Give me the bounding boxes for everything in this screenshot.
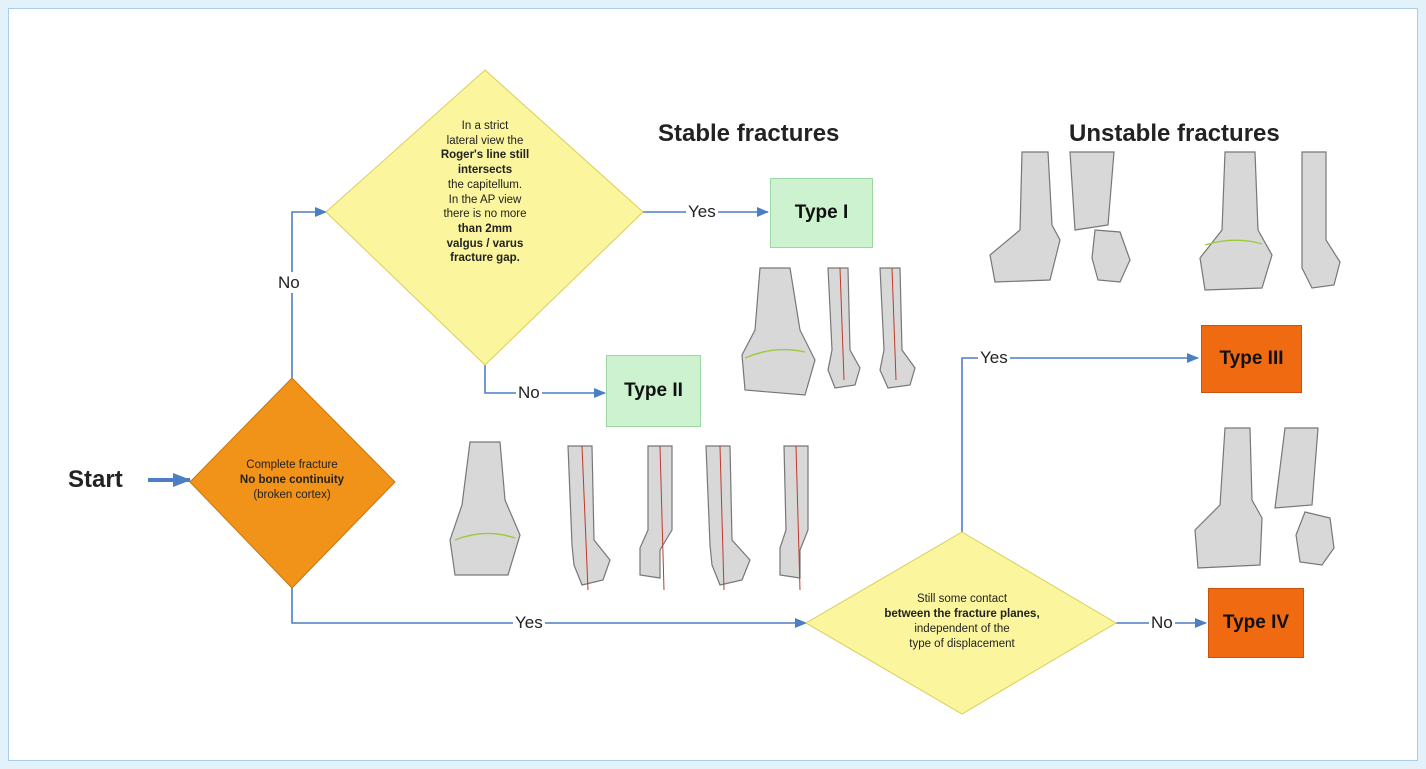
branch-label-no-type2: No xyxy=(516,384,542,401)
type-2-box: Type II xyxy=(606,355,701,427)
branch-label-no-type4: No xyxy=(1149,614,1175,631)
rogers-line-6: In the AP view xyxy=(405,193,565,208)
unstable-fractures-title: Unstable fractures xyxy=(1069,120,1280,148)
complete-fracture-text: Complete fracture No bone continuity (br… xyxy=(205,458,379,503)
rogers-line-8: than 2mm xyxy=(405,222,565,237)
type-1-box: Type I xyxy=(770,178,873,248)
rogers-line-1: In a strict xyxy=(405,119,565,134)
start-label: Start xyxy=(68,468,123,492)
bone-sketch-unstable-top xyxy=(990,152,1340,290)
rogers-line-9: valgus / varus xyxy=(405,237,565,252)
rogers-line-5: the capitellum. xyxy=(405,178,565,193)
stable-fractures-title: Stable fractures xyxy=(658,120,839,148)
rogers-line-10: fracture gap. xyxy=(405,251,565,266)
rogers-line-2: lateral view the xyxy=(405,134,565,149)
rogers-line-3: Roger's line still xyxy=(405,148,565,163)
connector-yes-bottom xyxy=(292,588,806,623)
branch-label-yes-type1: Yes xyxy=(686,203,718,220)
type-4-box: Type IV xyxy=(1208,588,1304,658)
connector-no-up xyxy=(292,212,326,378)
bone-sketch-type2 xyxy=(450,442,808,590)
connector-no-type2 xyxy=(485,345,605,393)
rogers-line-text: In a strict lateral view the Roger's lin… xyxy=(405,119,565,266)
complete-line-2: No bone continuity xyxy=(205,473,379,488)
type-3-box: Type III xyxy=(1201,325,1302,393)
contact-line-4: type of displacement xyxy=(842,637,1082,652)
contact-text: Still some contact between the fracture … xyxy=(842,592,1082,652)
rogers-line-7: there is no more xyxy=(405,207,565,222)
bone-sketch-unstable-bottom xyxy=(1195,428,1334,568)
rogers-line-4: intersects xyxy=(405,163,565,178)
branch-label-yes-type3: Yes xyxy=(978,349,1010,366)
connector-yes-type3 xyxy=(962,358,1198,532)
complete-line-3: (broken cortex) xyxy=(205,488,379,503)
branch-label-yes-bottom: Yes xyxy=(513,614,545,631)
complete-line-1: Complete fracture xyxy=(205,458,379,473)
bone-sketch-type1 xyxy=(742,268,915,395)
branch-label-no-up: No xyxy=(277,272,301,293)
contact-line-1: Still some contact xyxy=(842,592,1082,607)
contact-line-3: independent of the xyxy=(842,622,1082,637)
contact-line-2: between the fracture planes, xyxy=(842,607,1082,622)
